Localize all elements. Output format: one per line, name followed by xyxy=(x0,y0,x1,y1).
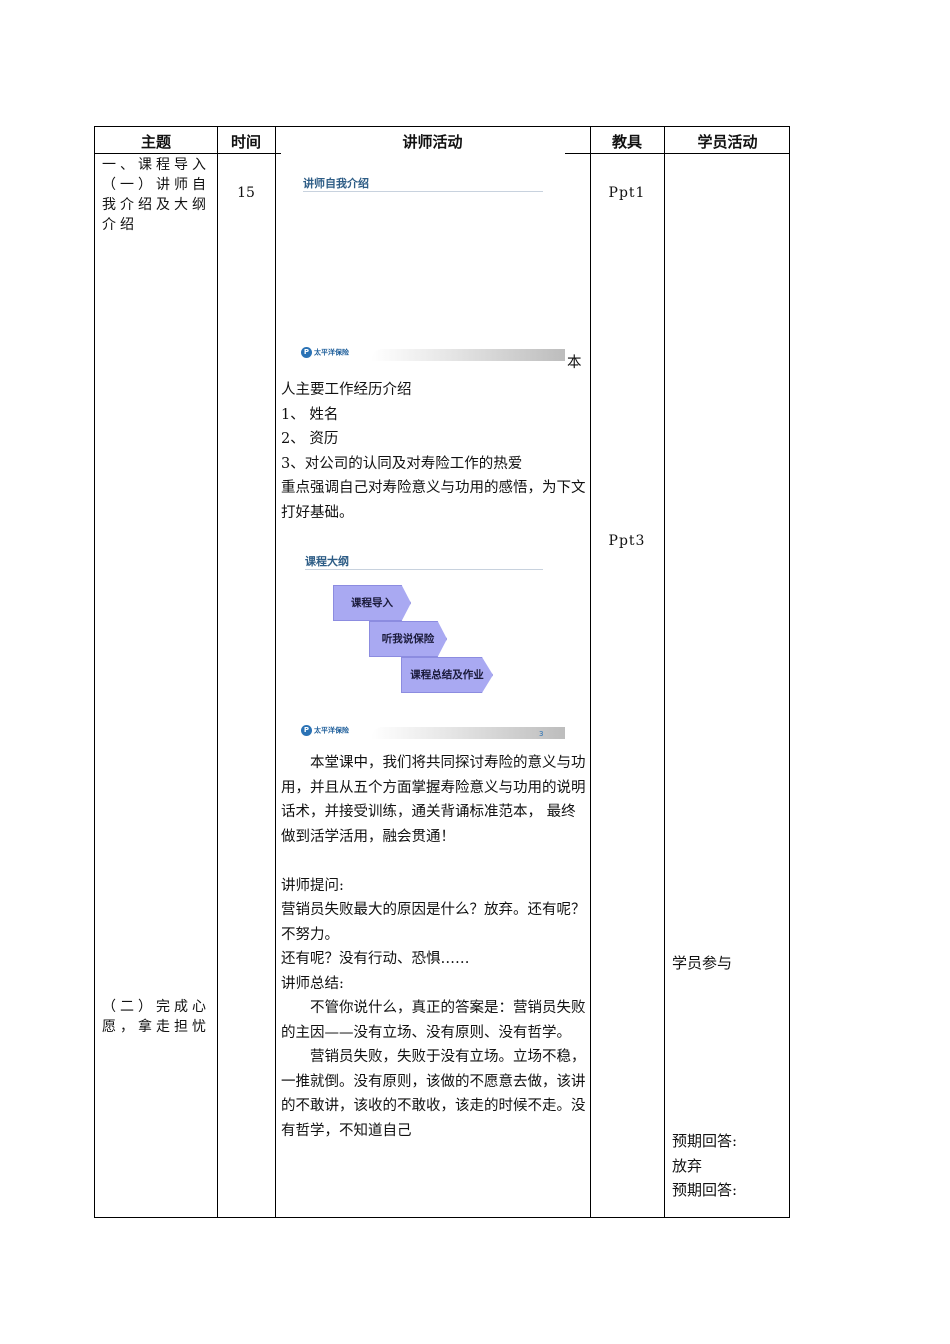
intro-line: 人主要工作经历介绍 xyxy=(281,382,412,398)
intro-text: 人主要工作经历介绍 1、 姓名 2、 资历 3、对公司的认同及对寿险工作的热爱 … xyxy=(281,378,587,525)
header-activity: 讲师活动 xyxy=(402,133,463,151)
cpic-logo-icon: P xyxy=(301,347,312,358)
col-divider xyxy=(217,127,218,1217)
question-line: 营销员失败最大的原因是什么？放弃。还有呢？不努力。 xyxy=(281,902,586,943)
slide-rule xyxy=(305,569,543,570)
student-participate: 学员参与 xyxy=(672,954,733,972)
outline-step: 课程导入 xyxy=(333,585,411,621)
intro-item: 2、 资历 xyxy=(281,431,339,447)
slide-swoosh xyxy=(371,349,565,361)
student-answers: 预期回答: 放弃 预期回答: xyxy=(672,1129,737,1203)
time-value: 15 xyxy=(237,185,255,201)
trailing-char: 本 xyxy=(567,355,582,371)
intro-line: 重点强调自己对寿险意义与功用的感悟，为下文打好基础。 xyxy=(281,480,586,521)
question-label: 讲师提问: xyxy=(281,877,344,894)
col-divider xyxy=(664,127,665,1217)
header-student: 学员活动 xyxy=(697,133,758,151)
blank-line xyxy=(281,849,587,874)
outline-step: 听我说保险 xyxy=(369,621,447,657)
slide-title: 讲师自我介绍 xyxy=(303,177,369,190)
cpic-logo-icon: P xyxy=(301,725,312,736)
tool-ppt3: Ppt3 xyxy=(608,533,646,549)
body-paragraph: 不管你说什么，真正的答案是：营销员失败的主因——没有立场、没有原则、没有哲学。 xyxy=(281,1000,586,1041)
question-line: 还有呢？没有行动、恐惧…… xyxy=(281,951,470,967)
outline-step: 课程总结及作业 xyxy=(401,657,493,693)
body-paragraph: 本堂课中，我们将共同探讨寿险的意义与功用，并且从五个方面掌握寿险意义与功用的说明… xyxy=(281,755,586,845)
lesson-plan-table: 主题 时间 讲师活动 教具 学员活动 一、课程导入（一）讲师自我介绍及大纲介绍 … xyxy=(94,126,790,1218)
header-tools: 教具 xyxy=(611,133,642,151)
body-text: 本堂课中，我们将共同探讨寿险的意义与功用，并且从五个方面掌握寿险意义与功用的说明… xyxy=(281,751,587,1143)
col-divider xyxy=(590,127,591,1217)
summary-label: 讲师总结: xyxy=(281,975,344,992)
header-topic: 主题 xyxy=(140,133,171,151)
student-answer-value: 放弃 xyxy=(672,1156,703,1175)
slide-page-number: 3 xyxy=(539,730,544,738)
slide-title: 课程大纲 xyxy=(305,555,349,568)
student-answer-label: 预期回答: xyxy=(672,1132,738,1150)
intro-item: 3、对公司的认同及对寿险工作的热爱 xyxy=(281,455,523,472)
body-paragraph: 营销员失败，失败于没有立场。立场不稳，一推就倒。没有原则，该做的不愿意去做，该讲… xyxy=(281,1049,586,1139)
col-divider xyxy=(275,127,276,1217)
slide-rule xyxy=(303,191,543,192)
topic-wish: （二）完成心愿，拿走担忧 xyxy=(102,999,210,1035)
student-answer-label: 预期回答: xyxy=(672,1181,738,1199)
slide-swoosh xyxy=(371,727,565,739)
topic-intro: 一、课程导入（一）讲师自我介绍及大纲介绍 xyxy=(102,157,210,233)
intro-item: 1、 姓名 xyxy=(281,406,339,423)
tool-ppt1: Ppt1 xyxy=(608,185,646,201)
header-time: 时间 xyxy=(230,133,261,151)
